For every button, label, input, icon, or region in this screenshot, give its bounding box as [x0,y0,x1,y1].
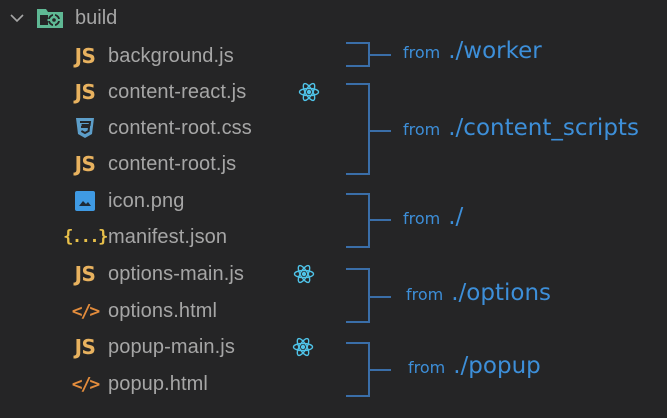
react-icon [293,263,315,285]
html-icon: </> [71,300,100,322]
annotation-content-scripts: from ./content_scripts [403,115,639,141]
annotation-worker: from ./worker [403,38,542,64]
js-icon: JS [74,80,96,104]
file-name: content-react.js [108,80,247,103]
image-icon [70,189,100,213]
folder-row-build[interactable]: build [0,0,330,36]
js-icon: JS [74,44,96,68]
css-icon [70,116,100,140]
annotation-from: from [408,358,446,377]
annotation-from: from [403,43,441,62]
annotation-from: from [403,120,441,139]
file-row[interactable]: </> options.html [0,293,330,329]
react-icon [298,81,320,103]
annotation-path: ./options [451,280,552,306]
file-name: popup.html [108,372,208,395]
file-row[interactable]: JS options-main.js [0,256,330,292]
folder-gear-icon [36,7,64,29]
js-icon: JS [74,335,96,359]
annotation-from: from [403,209,441,228]
annotation-path: ./ [448,204,464,230]
annotation-path: ./worker [448,38,542,64]
file-row[interactable]: </> popup.html [0,366,330,402]
annotation-from: from [406,285,444,304]
annotation-path: ./popup [453,353,541,379]
file-row[interactable]: content-root.css [0,110,330,146]
file-name: content-root.css [108,116,252,139]
file-name: background.js [108,44,234,67]
annotation-popup: from ./popup [408,353,541,379]
file-row[interactable]: {...} manifest.json [0,219,330,255]
js-icon: JS [74,152,96,176]
folder-label: build [75,6,118,29]
file-row[interactable]: JS content-root.js [0,146,330,182]
file-name: options-main.js [108,262,245,285]
file-name: popup-main.js [108,335,235,358]
chevron-down-icon[interactable] [10,11,24,25]
file-row[interactable]: JS background.js [0,38,330,74]
file-name: options.html [108,299,218,322]
file-row[interactable]: icon.png [0,183,330,219]
annotation-root: from ./ [403,204,463,230]
annotation-options: from ./options [406,280,551,306]
annotation-path: ./content_scripts [448,115,639,141]
file-name: manifest.json [108,225,228,248]
js-icon: JS [74,262,96,286]
file-name: content-root.js [108,152,237,175]
html-icon: </> [71,373,100,395]
json-icon: {...} [63,227,108,247]
file-row[interactable]: JS popup-main.js [0,329,330,365]
file-name: icon.png [108,189,185,212]
file-row[interactable]: JS content-react.js [0,74,330,110]
react-icon [292,336,314,358]
